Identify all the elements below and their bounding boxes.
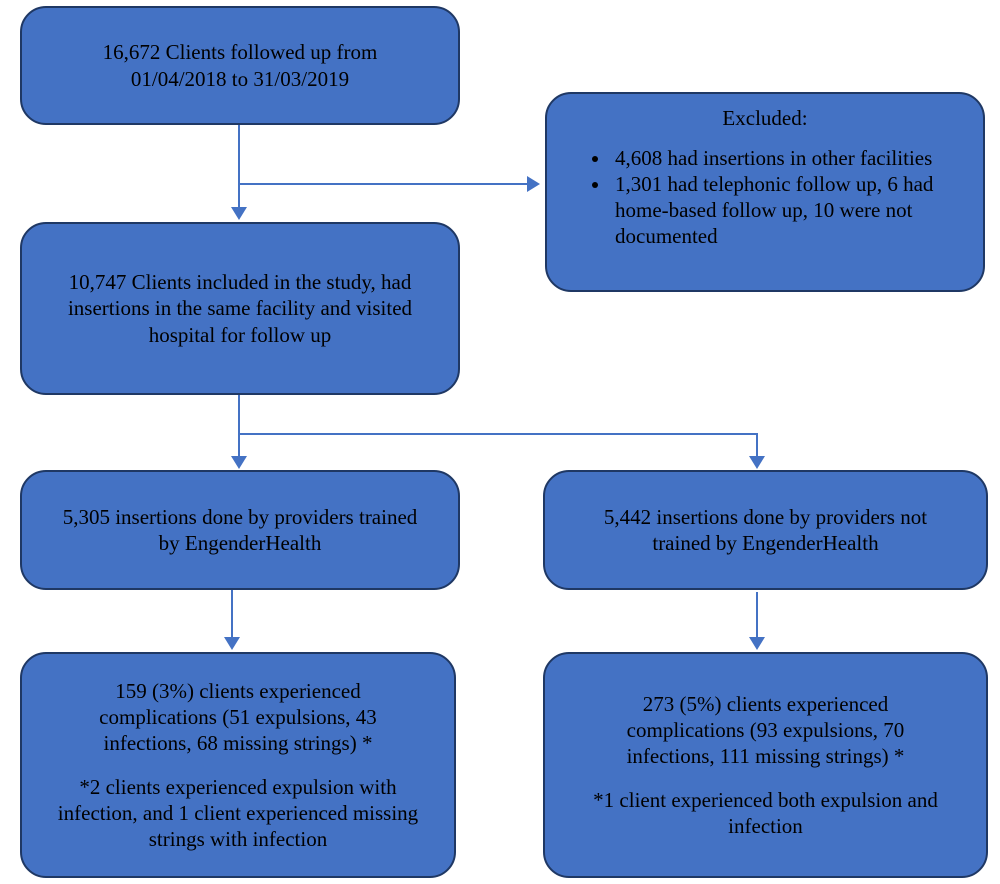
arrow-down-icon (749, 456, 765, 469)
arrow-branch-to-excluded-line (239, 183, 527, 185)
box-not-trained-text: 5,442 insertions done by providers not t… (603, 504, 928, 555)
arrow-down-icon (749, 637, 765, 650)
box-trained-providers: 5,305 insertions done by providers train… (20, 470, 460, 590)
box-trained-text: 5,305 insertions done by providers train… (62, 504, 418, 555)
arrow-followed-to-included-line (238, 125, 240, 209)
box-not-trained-complications: 273 (5%) clients experienced complicatio… (543, 652, 988, 878)
box-trained-complications-footnote: *2 clients experienced expulsion with in… (57, 774, 419, 851)
excluded-bullet-list: 4,608 had insertions in other facilities… (559, 145, 971, 249)
arrow-included-to-trained-line (238, 395, 240, 457)
box-not-trained-complications-text: 273 (5%) clients experienced complicatio… (626, 692, 905, 769)
box-excluded-title: Excluded: (722, 106, 808, 130)
arrow-down-icon (224, 637, 240, 650)
arrow-included-to-not-trained-line (756, 433, 758, 457)
excluded-bullet-other-facilities: 4,608 had insertions in other facilities (611, 145, 971, 171)
split-branch-line (238, 433, 758, 435)
box-followed-up-text: 16,672 Clients followed up from 01/04/20… (102, 40, 378, 91)
box-trained-complications-text: 159 (3%) clients experienced complicatio… (99, 679, 377, 756)
arrow-right-icon (527, 176, 540, 192)
box-included-in-study: 10,747 Clients included in the study, ha… (20, 222, 460, 395)
box-not-trained-complications-footnote: *1 client experienced both expulsion and… (593, 787, 938, 838)
arrow-trained-to-complications-line (231, 590, 233, 638)
excluded-bullet-followup-types: 1,301 had telephonic follow up, 6 had ho… (611, 171, 971, 249)
box-included-text: 10,747 Clients included in the study, ha… (67, 270, 413, 347)
box-not-trained-providers: 5,442 insertions done by providers not t… (543, 470, 988, 590)
box-excluded: Excluded: 4,608 had insertions in other … (545, 92, 985, 292)
box-followed-up: 16,672 Clients followed up from 01/04/20… (20, 6, 460, 125)
arrow-not-trained-to-complications-line (756, 592, 758, 638)
arrow-down-icon (231, 456, 247, 469)
box-trained-complications: 159 (3%) clients experienced complicatio… (20, 652, 456, 878)
arrow-down-icon (231, 207, 247, 220)
